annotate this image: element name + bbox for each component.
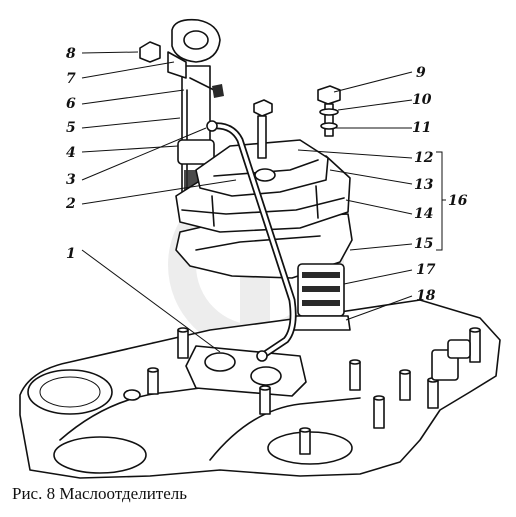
callout-17: 17 [416, 262, 436, 278]
callout-14: 14 [414, 206, 433, 222]
callout-10: 10 [412, 92, 432, 108]
callout-5: 5 [66, 120, 76, 136]
drain-tube [206, 120, 297, 362]
callout-2: 2 [65, 196, 76, 212]
callout-1: 1 [66, 246, 76, 262]
oil-separator-drawing: drive2parts [19, 18, 501, 479]
leader-lines [81, 51, 446, 353]
callout-12: 12 [414, 150, 434, 166]
figure-caption: Рис. 8 Маслоотделитель [12, 484, 188, 503]
callout-3: 3 [66, 172, 76, 188]
mounting-bolts [253, 85, 341, 159]
callout-16: 16 [448, 193, 468, 209]
callout-4: 4 [66, 145, 76, 161]
nut-8 [139, 41, 161, 63]
callout-9: 9 [416, 65, 426, 81]
manifold-studs [147, 327, 481, 455]
callouts: 1 2 3 4 5 6 7 8 9 10 11 12 13 14 15 16 1… [65, 46, 468, 304]
callout-11: 11 [412, 120, 431, 136]
callout-6: 6 [66, 96, 76, 112]
callout-13: 13 [414, 177, 434, 193]
callout-15: 15 [414, 236, 433, 252]
intake-manifold [19, 299, 501, 479]
callout-18: 18 [416, 288, 436, 304]
corrugated-hose [293, 263, 351, 331]
callout-8: 8 [66, 46, 76, 62]
callout-7: 7 [66, 71, 76, 87]
separator-housing [175, 139, 353, 279]
